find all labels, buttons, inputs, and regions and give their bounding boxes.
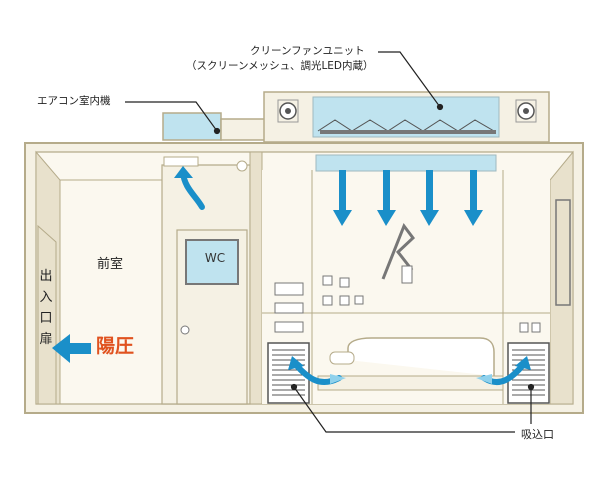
positive-pressure-arrow: [52, 334, 91, 363]
wc-label: WC: [204, 251, 226, 265]
downflow-arrow-4: [464, 170, 483, 226]
clean-room: [262, 154, 550, 404]
wc-door: [176, 229, 248, 405]
bed: [317, 337, 504, 391]
clean-fan-unit: [263, 91, 550, 143]
control-panel-right: [519, 322, 541, 333]
air-conditioner-label: エアコン室内機: [37, 95, 111, 107]
fan-unit-leader: [378, 51, 441, 108]
fan-unit-sublabel: （スクリーンメッシュ、調光LED内蔵）: [186, 60, 374, 72]
entrance-door-label: 出入口扉: [39, 269, 53, 347]
fan-right-icon: [515, 99, 537, 123]
fan-left-icon: [277, 99, 299, 123]
return-arrow-right: [476, 356, 531, 386]
side-window: [555, 199, 571, 306]
outlet-panel: [322, 275, 364, 306]
intake-leader-left: [293, 386, 515, 433]
downflow-arrow-1: [333, 170, 352, 226]
leader-lines: [125, 51, 535, 433]
entrance-door: [37, 224, 57, 405]
medical-lamp: [381, 222, 416, 280]
intake-label: 吸込口: [521, 428, 554, 441]
downflow-arrow-2: [377, 170, 396, 226]
fan-unit-label: クリーンファンユニット: [250, 45, 365, 57]
positive-pressure-label: 陽圧: [96, 335, 135, 357]
control-panel-left: [274, 282, 304, 333]
anteroom-label: 前室: [97, 257, 124, 272]
downflow-arrows: [333, 170, 483, 226]
air-conditioner-unit: [162, 112, 267, 141]
ac-leader: [125, 101, 218, 132]
ceiling-filter-panel: [315, 154, 497, 172]
return-arrow-left: [288, 356, 346, 386]
downflow-arrow-3: [420, 170, 439, 226]
ac-outlet: [163, 156, 199, 167]
